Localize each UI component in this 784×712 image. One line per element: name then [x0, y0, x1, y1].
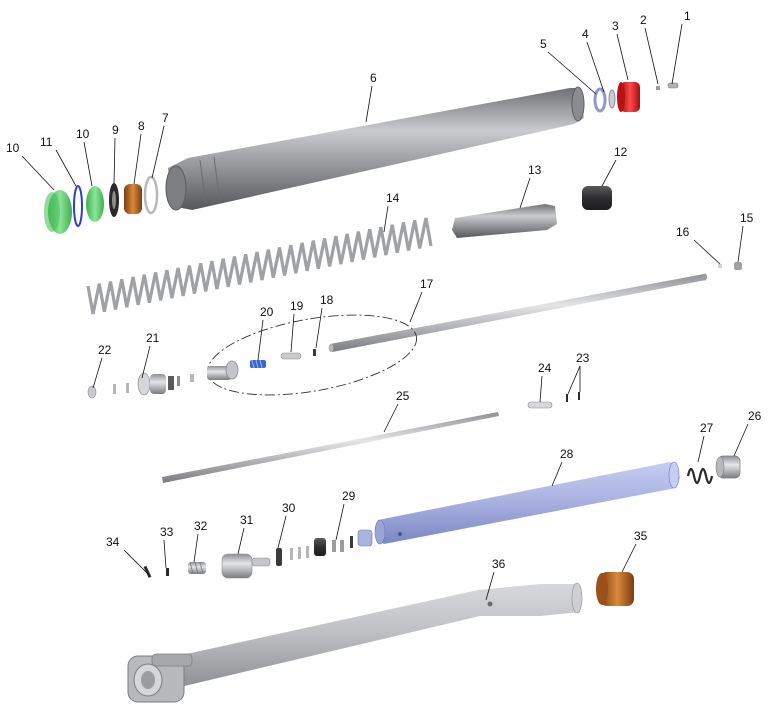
callout-number-5: 5: [540, 37, 547, 51]
callout-number-33: 33: [160, 525, 174, 539]
leader-line-17: [409, 291, 423, 323]
leader-line-9: [113, 137, 116, 185]
callout-number-24: 24: [538, 361, 552, 375]
rod-end-parts: [718, 262, 742, 270]
seal-stack: [44, 175, 159, 234]
leader-line-15: [737, 225, 744, 263]
leader-line-7: [151, 125, 165, 179]
spring-27: [686, 467, 714, 485]
callout-number-36: 36: [492, 557, 506, 571]
callout-number-6: 6: [370, 71, 377, 85]
leader-line-1: [671, 23, 683, 85]
callout-number-29: 29: [342, 489, 356, 503]
callout-number-10: 10: [6, 141, 20, 155]
leader-line-20: [257, 319, 264, 361]
leader-line-23: [567, 365, 581, 395]
small-pins: [527, 392, 580, 409]
leader-line-10: [21, 155, 55, 191]
base-valve-parts: [143, 529, 373, 579]
callout-number-12: 12: [614, 145, 628, 159]
top-cap-parts: [593, 82, 679, 113]
callout-number-28: 28: [560, 447, 574, 461]
leader-line-25: [383, 403, 399, 433]
leader-line-13: [519, 177, 531, 209]
callout-number-21: 21: [146, 331, 160, 345]
rod-17: [328, 273, 707, 352]
leader-line-30: [277, 515, 287, 549]
callout-number-11: 11: [40, 135, 53, 149]
lower-leg-36: [127, 582, 583, 703]
callout-number-13: 13: [528, 163, 542, 177]
leader-line-5: [547, 51, 597, 95]
leader-line-31: [237, 527, 245, 555]
leader-line-22: [92, 357, 103, 389]
leader-line-3: [616, 33, 629, 81]
callout-number-17: 17: [420, 277, 434, 291]
callout-number-23: 23: [576, 351, 590, 365]
callout-number-35: 35: [634, 529, 648, 543]
leader-line-34: [123, 549, 149, 575]
valve-assembly: [87, 349, 316, 399]
leader-line-18: [315, 307, 323, 349]
callout-number-26: 26: [748, 409, 762, 423]
leader-line-12: [601, 159, 617, 187]
leader-line-33: [163, 539, 167, 569]
callout-number-25: 25: [396, 389, 410, 403]
leader-line-36: [485, 571, 495, 601]
callout-number-34: 34: [106, 535, 120, 549]
callout-number-2: 2: [640, 13, 647, 27]
leader-line-11: [55, 149, 77, 187]
callout-number-22: 22: [98, 343, 112, 357]
leader-line-14: [383, 205, 389, 233]
callout-number-4: 4: [582, 27, 589, 41]
leader-line-10: [83, 141, 93, 187]
long-rod-25: [162, 412, 499, 483]
callout-number-7: 7: [162, 111, 169, 125]
callout-number-16: 16: [676, 225, 690, 239]
damper-cartridge: [452, 186, 612, 238]
callout-number-18: 18: [320, 293, 334, 307]
callout-number-27: 27: [700, 421, 714, 435]
leader-line-4: [586, 41, 605, 93]
callout-number-31: 31: [240, 513, 254, 527]
nut-26: [715, 455, 741, 479]
callout-number-32: 32: [194, 519, 208, 533]
leader-line-29: [335, 503, 345, 541]
leader-line-19: [290, 313, 295, 353]
leader-line-16: [693, 239, 721, 265]
callout-number-8: 8: [138, 119, 145, 133]
bushing-35: [596, 572, 634, 606]
upper-tube: [165, 86, 585, 211]
callout-labels: 1234567891010111213141516171819202122232…: [6, 9, 762, 601]
callout-number-20: 20: [260, 305, 274, 319]
callout-number-1: 1: [684, 9, 691, 23]
leader-line-21: [141, 345, 151, 379]
callout-number-15: 15: [740, 211, 754, 225]
callout-number-14: 14: [386, 191, 400, 205]
leader-line-35: [621, 543, 637, 573]
leader-line-6: [365, 85, 373, 123]
callout-number-10: 10: [76, 127, 90, 141]
leader-line-32: [193, 533, 199, 563]
main-spring: [86, 217, 433, 315]
leader-line-27: [697, 435, 705, 463]
detail-callout-ellipse: [206, 314, 418, 396]
leader-line-26: [733, 423, 749, 457]
leader-line-24: [539, 375, 543, 403]
leader-line-28: [551, 461, 563, 487]
callout-number-19: 19: [290, 299, 304, 313]
inner-tube-28: [374, 461, 680, 545]
leader-line-2: [644, 27, 659, 85]
callout-number-3: 3: [612, 19, 619, 33]
leader-line-8: [133, 133, 142, 185]
callout-number-9: 9: [112, 123, 119, 137]
callout-number-30: 30: [282, 501, 296, 515]
